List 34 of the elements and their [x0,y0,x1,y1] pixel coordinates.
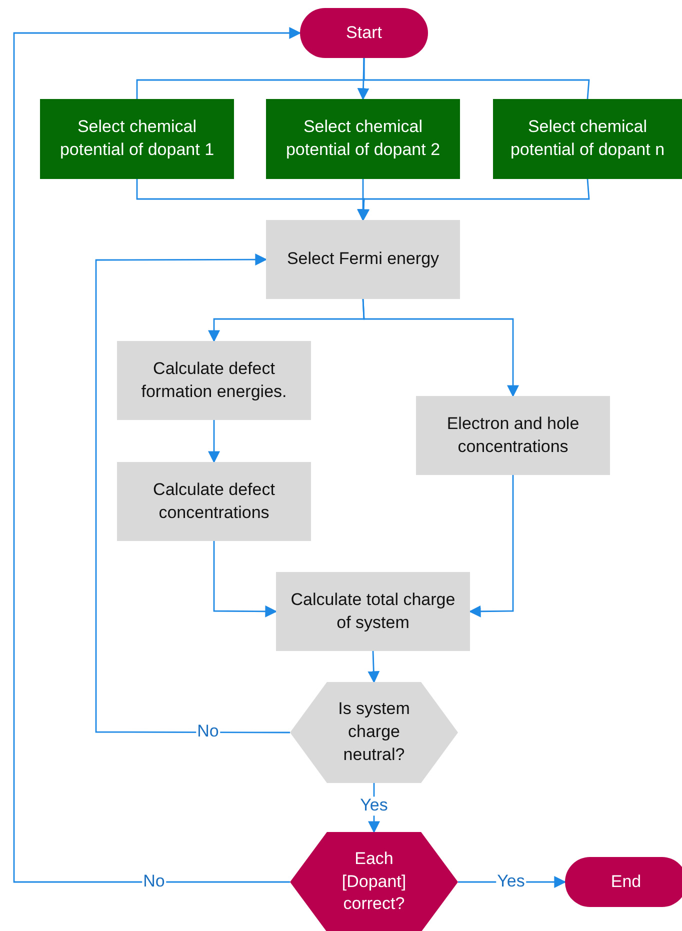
node-text: Select chemical potential of dopant 1 [58,116,216,161]
connector-arrow [468,475,514,618]
connector-arrow [95,254,290,734]
connector-arrow [368,650,380,684]
node-text: Select chemical potential of dopant n [509,116,666,161]
node-text: Calculate defect formation energies. [140,358,288,402]
decision-hexagon [290,832,458,931]
connector-arrow [13,27,302,883]
connector-arrow [362,298,519,398]
process-box [276,572,470,651]
connector-arrow [208,420,220,464]
terminal-pill [565,857,682,907]
process-box [117,462,311,541]
process-box [493,99,682,179]
node-text: Is system charge neutral? [337,698,411,766]
node-text: Calculate total charge of system [290,588,456,634]
node-text: Select Fermi energy [286,248,440,270]
process-box [40,99,234,179]
connector-arrow [358,178,590,222]
node-text: Each [Dopant] correct? [340,848,408,916]
process-box [117,341,311,420]
node-text: Start [346,22,382,44]
decision-hexagon [290,682,458,783]
node-text: Select chemical potential of dopant 2 [284,116,442,161]
process-box [416,396,610,475]
node-text: Calculate defect concentrations [152,478,276,524]
node-text: End [610,870,642,893]
process-box [266,99,460,179]
terminal-pill [300,8,428,58]
node-text: Electron and hole concentrations [446,412,580,458]
connector-arrow [213,541,278,618]
edge-label: Yes [359,796,389,816]
process-box [266,220,460,299]
connector-arrow [357,58,370,100]
